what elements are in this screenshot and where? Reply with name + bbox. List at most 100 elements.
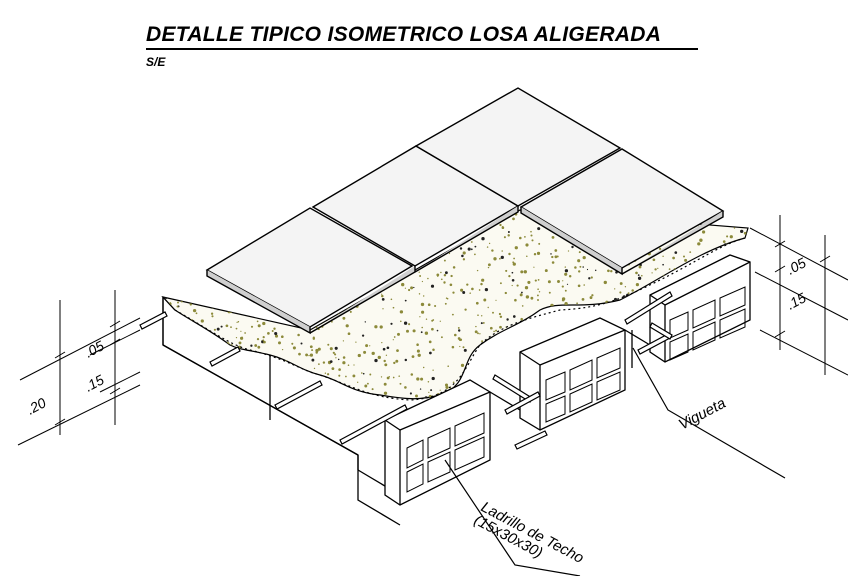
concrete-speckle [305,353,309,357]
concrete-speckle [749,222,752,225]
concrete-speckle [529,337,531,339]
concrete-speckle [742,325,744,328]
concrete-speckle [323,396,327,399]
concrete-speckle [744,206,746,208]
concrete-speckle [446,297,449,300]
concrete-speckle [638,366,641,369]
concrete-speckle [656,396,658,398]
concrete-speckle [393,361,396,365]
concrete-speckle [617,308,620,311]
concrete-speckle [226,301,229,305]
concrete-speckle [399,382,402,385]
concrete-speckle [381,341,383,344]
concrete-speckle [511,278,515,282]
concrete-speckle [423,295,425,297]
concrete-speckle [480,372,483,375]
concrete-speckle [379,396,382,399]
concrete-speckle [169,254,171,257]
concrete-speckle [499,257,501,260]
concrete-speckle [174,262,177,266]
concrete-speckle [687,365,691,369]
concrete-speckle [727,376,729,378]
concrete-speckle [206,223,210,226]
concrete-speckle [554,333,557,336]
concrete-speckle [439,320,441,322]
concrete-speckle [416,377,420,381]
concrete-speckle [270,205,273,208]
concrete-speckle [495,299,497,301]
concrete-speckle [283,363,286,366]
concrete-speckle [165,243,168,246]
concrete-speckle [503,236,506,239]
concrete-speckle [347,332,351,336]
brick-middle [519,317,626,431]
concrete-speckle [733,227,736,229]
concrete-speckle [757,241,759,243]
concrete-speckle [597,312,601,316]
concrete-speckle [300,377,303,379]
concrete-speckle [640,369,644,373]
concrete-speckle [752,396,755,399]
concrete-speckle [590,276,593,279]
concrete-speckle [332,351,335,354]
concrete-speckle [279,367,282,370]
concrete-speckle [214,398,217,399]
concrete-speckle [537,227,541,231]
concrete-speckle [214,352,216,354]
concrete-speckle [674,389,678,393]
concrete-speckle [233,355,237,358]
concrete-speckle [248,359,252,363]
concrete-speckle [739,391,744,395]
concrete-speckle [223,217,226,220]
concrete-speckle [208,264,211,267]
concrete-speckle [242,404,243,405]
concrete-speckle [349,310,352,313]
concrete-speckle [548,291,551,294]
concrete-speckle [200,319,204,323]
concrete-speckle [603,280,607,285]
concrete-speckle [493,347,497,350]
concrete-speckle [676,368,679,371]
concrete-speckle [227,377,230,380]
concrete-speckle [176,301,180,304]
concrete-speckle [741,395,744,399]
concrete-speckle [337,386,340,388]
concrete-speckle [462,291,466,294]
concrete-speckle [419,388,422,390]
concrete-speckle [705,352,707,354]
concrete-speckle [231,370,233,372]
concrete-speckle [486,373,488,375]
concrete-speckle [364,321,366,323]
concrete-speckle [461,254,464,258]
drawing-title: DETALLE TIPICO ISOMETRICO LOSA ALIGERADA [146,22,698,50]
concrete-speckle [381,298,385,301]
concrete-speckle [432,348,435,352]
concrete-speckle [599,404,600,405]
concrete-speckle [194,343,197,346]
concrete-speckle [371,351,375,356]
concrete-speckle [400,320,402,323]
concrete-speckle [492,311,494,314]
concrete-speckle [274,358,277,361]
tile [414,87,622,207]
concrete-speckle [561,285,564,288]
concrete-speckle [377,355,381,360]
concrete-speckle [342,361,346,365]
concrete-speckle [255,305,258,308]
concrete-speckle [206,342,211,346]
concrete-speckle [184,361,187,363]
concrete-speckle [381,294,384,298]
concrete-speckle [733,385,736,388]
concrete-speckle [247,212,251,215]
concrete-speckle [231,392,234,395]
concrete-speckle [412,329,416,333]
concrete-speckle [431,319,434,322]
concrete-speckle [734,368,738,371]
concrete-speckle [182,358,184,361]
concrete-speckle [422,366,425,369]
concrete-speckle [484,287,489,292]
concrete-speckle [173,375,177,379]
concrete-speckle [315,326,318,329]
concrete-speckle [531,239,534,242]
concrete-speckle [193,277,196,280]
